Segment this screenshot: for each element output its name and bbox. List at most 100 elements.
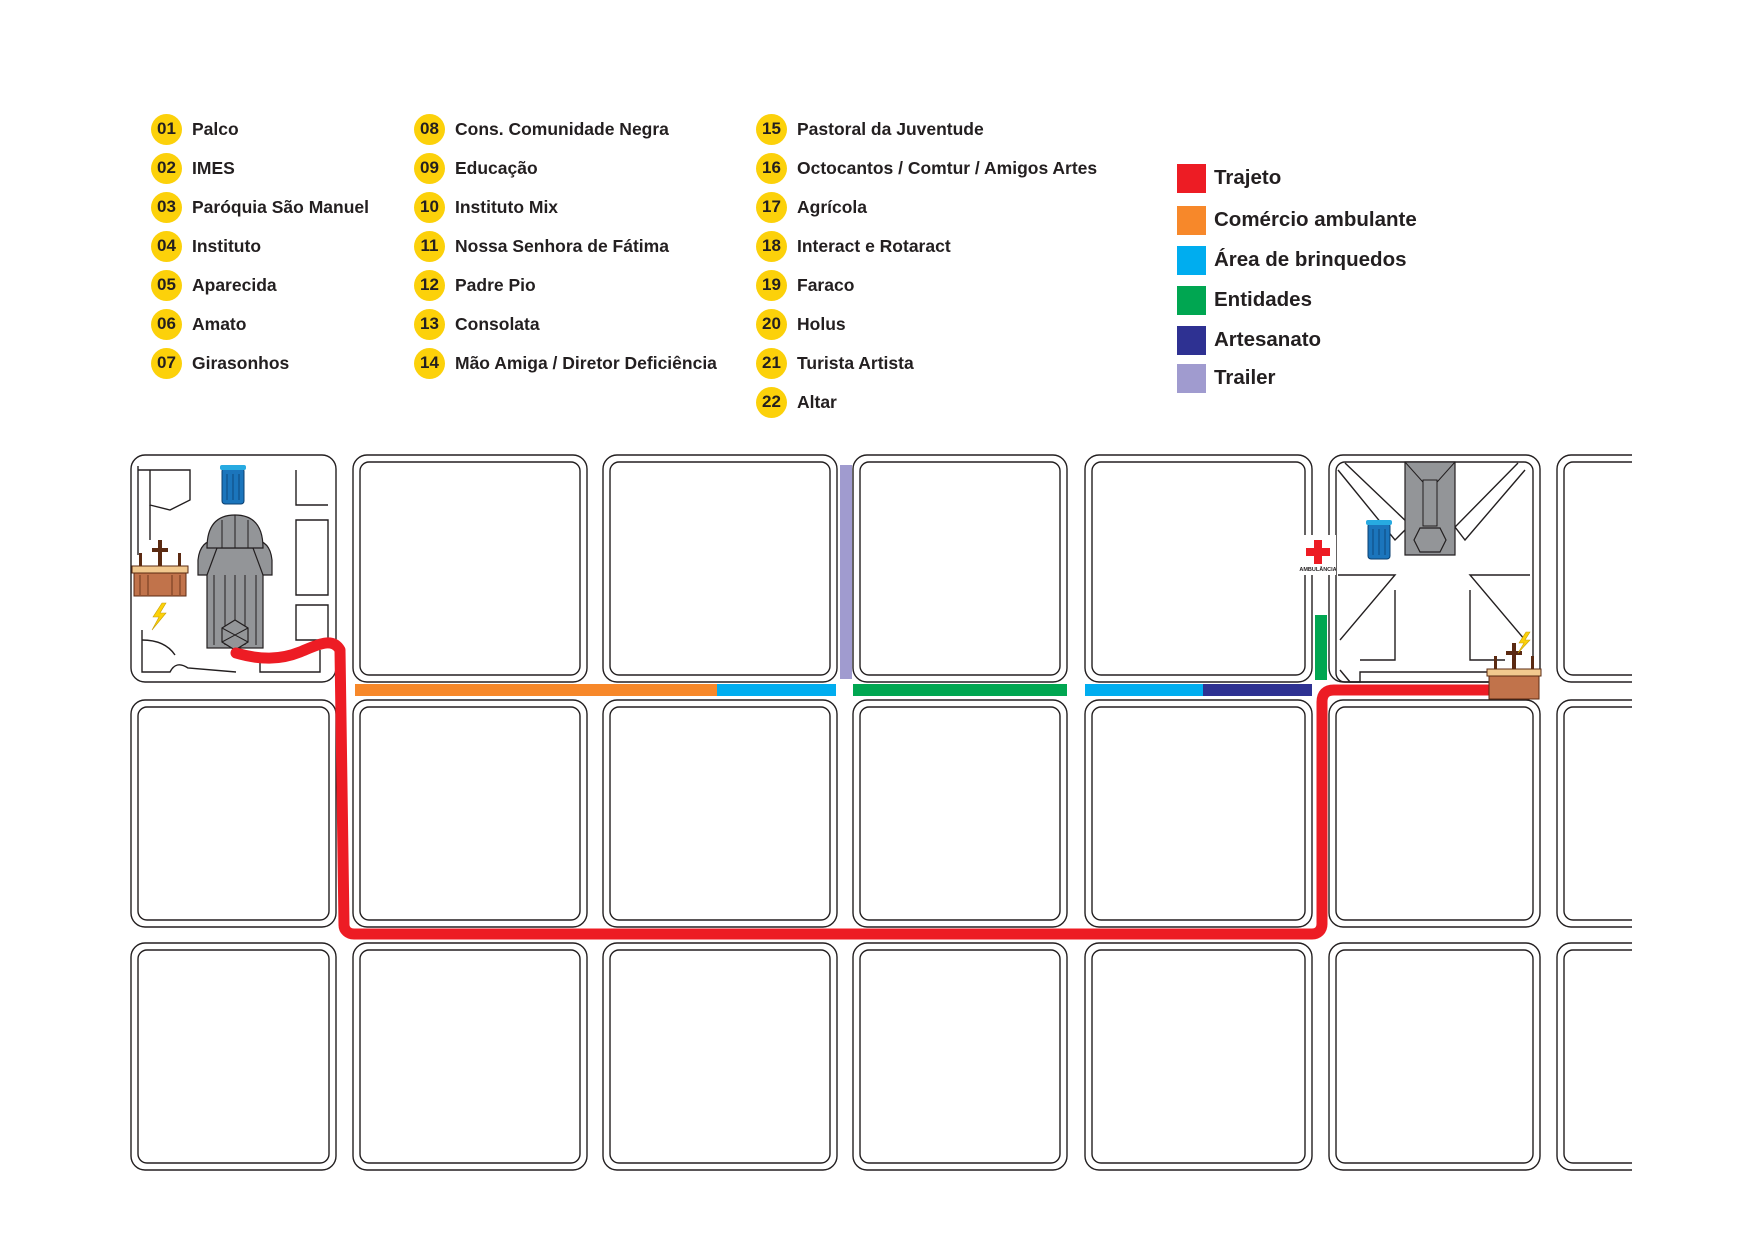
place-label: Faraco: [797, 274, 855, 295]
city-block: [1328, 942, 1541, 1171]
place-item-11: 11 Nossa Senhora de Fátima: [414, 230, 669, 262]
portable-toilet-icon: [220, 465, 246, 505]
legend-item-brinquedos: Área de brinquedos: [1177, 245, 1407, 275]
place-label: Consolata: [455, 313, 540, 334]
place-number-badge: 19: [756, 269, 787, 301]
place-label: Instituto Mix: [455, 196, 559, 217]
place-label: Interact e Rotaract: [797, 235, 951, 256]
city-block: [1556, 942, 1632, 1171]
city-block: [1328, 699, 1541, 928]
legend-swatch: [1177, 245, 1206, 275]
place-label: Amato: [192, 313, 247, 334]
place-number-badge: 17: [756, 191, 787, 223]
entities-zone: [1315, 615, 1327, 680]
place-label: Mão Amiga / Diretor Deficiência: [455, 352, 717, 373]
legend-label: Artesanato: [1214, 328, 1322, 351]
place-number-badge: 06: [151, 308, 182, 340]
city-block: [352, 454, 588, 683]
place-item-12: 12 Padre Pio: [414, 269, 536, 301]
place-item-16: 16 Octocantos / Comtur / Amigos Artes: [756, 152, 1097, 184]
place-number-badge: 02: [151, 152, 182, 184]
place-item-10: 10 Instituto Mix: [414, 191, 558, 223]
place-item-06: 06 Amato: [151, 308, 246, 340]
place-label: Padre Pio: [455, 274, 536, 295]
monument-icon: [1404, 461, 1456, 556]
place-number-badge: 16: [756, 152, 787, 184]
legend-label: Trajeto: [1214, 166, 1282, 189]
playground-zone: [717, 684, 836, 696]
electricity-icon: [151, 602, 167, 631]
ambulance-label: AMBULÂNCIA: [1299, 566, 1336, 573]
city-block: [852, 699, 1068, 928]
legend-item-trailer: Trailer: [1177, 363, 1276, 393]
place-number-badge: 05: [151, 269, 182, 301]
legend-swatch: [1177, 285, 1206, 315]
place-item-05: 05 Aparecida: [151, 269, 277, 301]
city-block: [130, 699, 337, 928]
place-label: Palco: [192, 118, 239, 139]
city-block: [602, 699, 838, 928]
ambulance-cross-icon: [1306, 540, 1330, 564]
place-item-17: 17 Agrícola: [756, 191, 867, 223]
place-number-badge: 22: [756, 386, 787, 418]
place-number-badge: 21: [756, 347, 787, 379]
legend-item-comercio: Comércio ambulante: [1177, 205, 1417, 235]
city-block: [1084, 699, 1313, 928]
place-label: Girasonhos: [192, 352, 290, 373]
place-label: Nossa Senhora de Fátima: [455, 235, 669, 256]
place-label: Paróquia São Manuel: [192, 196, 369, 217]
trailer-zone: [840, 465, 852, 679]
altar-icon: [1486, 643, 1542, 700]
place-number-badge: 11: [414, 230, 445, 262]
place-number-badge: 12: [414, 269, 445, 301]
ambulance-marker: AMBULÂNCIA: [1299, 535, 1337, 575]
legend-swatch: [1177, 163, 1206, 193]
place-item-01: 01 Palco: [151, 113, 239, 145]
place-label: Agrícola: [797, 196, 868, 217]
city-block: [130, 454, 337, 683]
city-block: [352, 942, 588, 1171]
place-label: Holus: [797, 313, 846, 334]
city-block: [602, 942, 838, 1171]
street-vendors-zone: [355, 684, 717, 696]
place-label: Octocantos / Comtur / Amigos Artes: [797, 157, 1098, 178]
city-block: [1556, 454, 1632, 683]
legend-label: Entidades: [1214, 288, 1312, 311]
procession-route: [230, 637, 1501, 940]
playground-zone: [1085, 684, 1203, 696]
entities-zone: [853, 684, 1067, 696]
altar-icon: [131, 540, 189, 597]
place-number-badge: 01: [151, 113, 182, 145]
place-number-badge: 03: [151, 191, 182, 223]
legend-item-trajeto: Trajeto: [1177, 163, 1281, 193]
place-item-19: 19 Faraco: [756, 269, 854, 301]
city-block: [852, 942, 1068, 1171]
place-number-badge: 10: [414, 191, 445, 223]
place-item-03: 03 Paróquia São Manuel: [151, 191, 369, 223]
place-number-badge: 20: [756, 308, 787, 340]
place-number-badge: 04: [151, 230, 182, 262]
place-number-badge: 15: [756, 113, 787, 145]
city-block: [1084, 454, 1313, 683]
place-label: Aparecida: [192, 274, 277, 295]
place-label: Pastoral da Juventude: [797, 118, 984, 139]
place-label: Cons. Comunidade Negra: [455, 118, 669, 139]
place-item-20: 20 Holus: [756, 308, 846, 340]
place-number-badge: 09: [414, 152, 445, 184]
legend-label: Área de brinquedos: [1214, 248, 1407, 271]
place-item-04: 04 Instituto: [151, 230, 261, 262]
legend-label: Comércio ambulante: [1214, 208, 1417, 231]
church-icon: [197, 514, 273, 651]
electricity-icon: [1517, 631, 1531, 654]
legend-swatch: [1177, 205, 1206, 235]
place-item-15: 15 Pastoral da Juventude: [756, 113, 984, 145]
place-number-badge: 08: [414, 113, 445, 145]
place-label: Instituto: [192, 235, 262, 256]
